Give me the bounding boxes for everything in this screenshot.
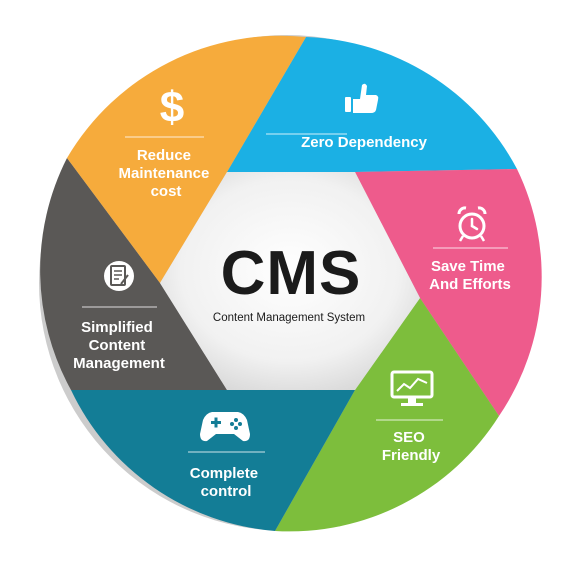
label-complete-control: Complete control <box>190 465 263 500</box>
label-line: Management <box>73 355 165 372</box>
segment-complete-control <box>71 390 355 531</box>
thumbs-up-icon <box>345 83 379 113</box>
label-line: control <box>201 483 252 500</box>
label-line: cost <box>151 183 182 200</box>
label-line: And Efforts <box>429 276 511 293</box>
gamepad-icon <box>200 412 250 442</box>
document-icon <box>104 261 134 291</box>
center-title: CMS <box>221 239 362 308</box>
label-line: Complete <box>190 465 258 482</box>
label-line: Save Time <box>431 258 505 275</box>
label-reduce-maintenance: Reduce Maintenance cost <box>118 147 213 200</box>
label-line: Zero Dependency <box>301 134 428 151</box>
label-line: Simplified <box>81 319 153 336</box>
segment-seo-friendly <box>275 298 499 532</box>
label-line: Reduce <box>137 147 191 164</box>
center-subtitle: Content Management System <box>213 312 365 324</box>
dollar-icon: $ <box>160 83 184 132</box>
label-line: Friendly <box>382 447 441 464</box>
center-hexagon <box>160 172 420 390</box>
label-zero-dependency: Zero Dependency <box>301 134 428 151</box>
label-line: Content <box>89 337 146 354</box>
label-line: SEO <box>393 429 425 446</box>
segment-reduce-maintenance <box>67 35 306 283</box>
label-line: Maintenance <box>118 165 209 182</box>
label-save-time: Save Time And Efforts <box>429 258 511 293</box>
label-simplified-content: Simplified Content Management <box>73 319 165 372</box>
alarm-clock-icon <box>457 206 487 242</box>
label-seo-friendly: SEO Friendly <box>382 429 441 464</box>
monitor-chart-icon <box>390 370 434 406</box>
segment-save-time <box>355 169 542 416</box>
